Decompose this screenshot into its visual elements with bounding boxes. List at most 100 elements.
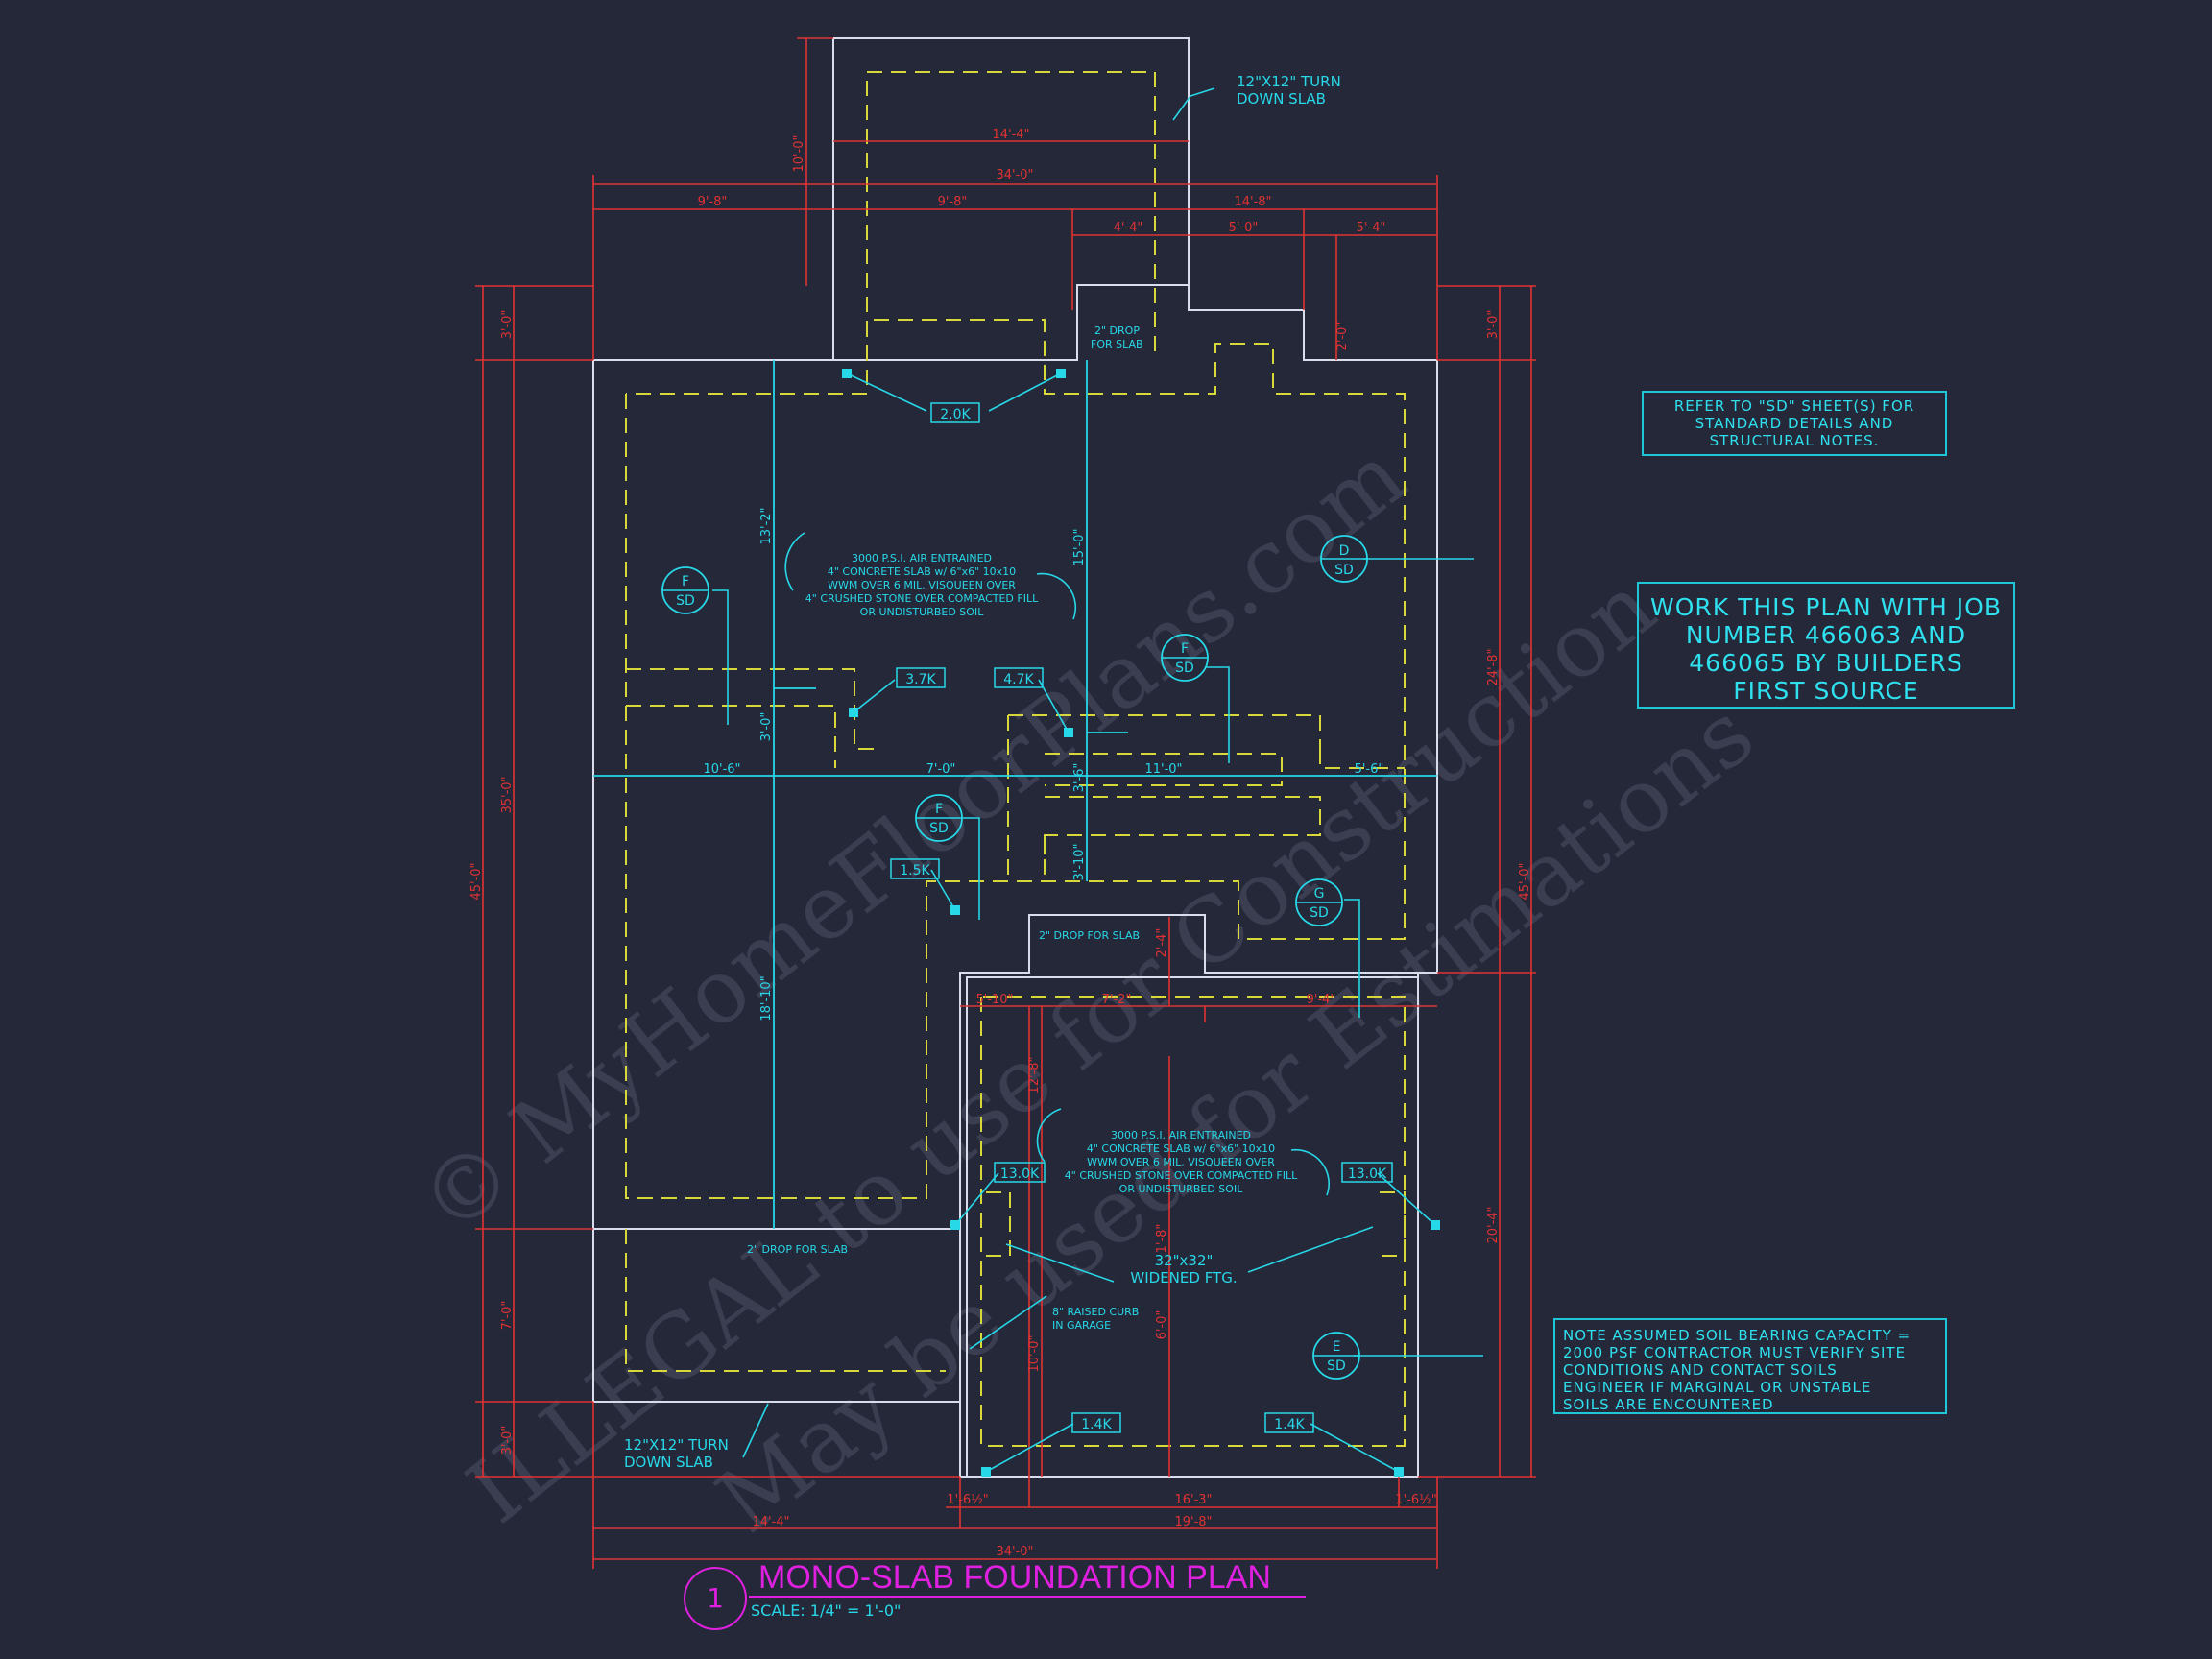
dim-24-8: 24'-8"	[1486, 648, 1501, 685]
slab-spec-1-line3: WWM OVER 6 MIL. VISQUEEN OVER	[828, 579, 1016, 591]
annotation-text: 12"X12" TURN DOWN SLAB 12"X12" TURN DOWN…	[624, 73, 1341, 1471]
load-tag-15k-box	[890, 858, 940, 879]
section-marker-f3: F SD	[915, 794, 963, 842]
dim-5-10: 5'-10"	[975, 993, 1013, 1007]
title-block: 1 MONO-SLAB FOUNDATION PLAN SCALE: 1/4" …	[684, 1559, 1306, 1630]
load-tag-13k-b-box	[1341, 1162, 1393, 1183]
dim-11-0: 11'-0"	[1144, 762, 1182, 777]
dim-14-4-top: 14'-4"	[992, 128, 1029, 142]
widened-ftg-line1: 32"x32"	[1155, 1252, 1214, 1269]
dim-20-4: 20'-4"	[1486, 1206, 1501, 1243]
watermark-text-3: May be used for Estimations	[699, 683, 1772, 1553]
leader-2k-b	[988, 373, 1062, 412]
section-marker-e-top: E	[1333, 1339, 1341, 1355]
leader-turndown-top	[1172, 87, 1215, 121]
dim-10-0-v: 10'-0"	[792, 134, 806, 172]
load-tag-14k-a-box	[1071, 1412, 1121, 1433]
footing-interior-b	[626, 705, 836, 768]
dim-3-10: 3'-10"	[1072, 843, 1087, 880]
load-tag-13k-a: 13.0K	[1000, 1166, 1040, 1182]
load-tag-37k: 3.7K	[905, 672, 936, 687]
section-marker-f2: F SD	[1161, 634, 1209, 682]
load-tag-14k-b-box	[1264, 1412, 1314, 1433]
turndown-bottom-line1: 12"X12" TURN	[624, 1436, 729, 1454]
slab-spec-1-line2: 4" CONCRETE SLAB w/ 6"x6" 10x10	[828, 565, 1016, 578]
dim-3-0-m: 3'-0"	[759, 712, 774, 742]
interior-dimension-lines	[593, 360, 1437, 1229]
section-marker-f3-bottom: SD	[929, 821, 949, 836]
dim-5-6: 5'-6"	[1355, 762, 1384, 777]
dim-15-0: 15'-0"	[1072, 528, 1087, 565]
dim-7-0-v: 7'-0"	[500, 1301, 515, 1331]
leader-lines	[712, 87, 1483, 1473]
leader-14k-a	[985, 1423, 1074, 1473]
dim-2-0: 2'-0"	[1335, 322, 1350, 351]
dim-34-0-b: 34'-0"	[996, 1545, 1033, 1559]
spec-arc-4	[1290, 1148, 1330, 1196]
footing-interior-a	[626, 668, 874, 750]
leader-ftg-b	[1247, 1226, 1374, 1273]
slab-spec-2-line4: 4" CRUSHED STONE OVER COMPACTED FILL	[1065, 1169, 1298, 1182]
dim-3-6: 3'-6"	[1072, 763, 1087, 793]
load-tag-14k-a: 1.4K	[1081, 1417, 1112, 1432]
slab-spec-2-line3: WWM OVER 6 MIL. VISQUEEN OVER	[1087, 1156, 1275, 1168]
dim-13-2: 13'-2"	[759, 507, 774, 544]
section-marker-f3-top: F	[935, 802, 943, 817]
leader-37k	[853, 679, 896, 713]
leader-turndown-bottom	[742, 1403, 769, 1458]
note-soil-line: NOTE ASSUMED SOIL BEARING CAPACITY =	[1563, 1327, 1911, 1344]
leader-13k-a	[954, 1172, 999, 1226]
load-tag-13k-a-box	[994, 1162, 1046, 1183]
raised-curb-line1: 8" RAISED CURB	[1052, 1306, 1139, 1318]
spec-arc-1	[784, 532, 805, 591]
section-marker-g: G SD	[1295, 878, 1343, 926]
section-marker-d-bottom: SD	[1334, 563, 1354, 578]
footing-interior-c	[1008, 714, 1321, 749]
section-marker-e: E SD	[1312, 1332, 1360, 1380]
section-marker-g-top: G	[1314, 886, 1325, 902]
note-job-line: NUMBER 466063 AND	[1685, 621, 1967, 649]
footing-garage	[980, 996, 1406, 1447]
leader-sec-f1	[712, 589, 729, 725]
drop-left-label: 2" DROP FOR SLAB	[747, 1243, 848, 1256]
load-tag-13k-b: 13.0K	[1348, 1166, 1387, 1182]
slab-spec-1-line1: 3000 P.S.I. AIR ENTRAINED	[852, 552, 992, 565]
interior-dimension-text: 10'-6" 7'-0" 11'-0" 5'-6" 13'-2" 3'-0" 1…	[703, 507, 1383, 1021]
note-soil-box: NOTE ASSUMED SOIL BEARING CAPACITY = 200…	[1553, 1318, 1947, 1414]
section-markers: D SD F SD F SD F SD G SD	[661, 535, 1368, 1380]
footing-interior-e	[1045, 753, 1283, 786]
porch-inner-outline	[832, 284, 1189, 361]
drop-top-line2: FOR SLAB	[1091, 338, 1143, 350]
dim-4-4: 4'-4"	[1114, 221, 1143, 235]
load-tag-20k: 2.0K	[940, 407, 971, 422]
section-marker-d-top: D	[1339, 543, 1350, 559]
load-tag-47k: 4.7K	[1003, 672, 1034, 687]
slab-spec-1-line4: 4" CRUSHED STONE OVER COMPACTED FILL	[805, 592, 1039, 605]
dim-45-0-r: 45'-0"	[1518, 862, 1532, 900]
note-job-line: WORK THIS PLAN WITH JOB	[1649, 593, 2002, 621]
note-soil-line: 2000 PSF CONTRACTOR MUST VERIFY SITE	[1563, 1344, 1907, 1361]
leader-47k	[1038, 679, 1070, 733]
dim-5-0: 5'-0"	[1229, 221, 1259, 235]
dim-10-6: 10'-6"	[703, 762, 740, 777]
note-job-box: WORK THIS PLAN WITH JOB NUMBER 466063 AN…	[1637, 582, 2015, 709]
note-soil-line: SOILS ARE ENCOUNTERED	[1563, 1396, 1774, 1413]
leader-ftg	[1005, 1243, 1115, 1283]
dim-35-0: 35'-0"	[500, 776, 515, 813]
page-title: MONO-SLAB FOUNDATION PLAN	[758, 1559, 1271, 1596]
leader-15k	[930, 869, 956, 911]
section-marker-f2-bottom: SD	[1175, 661, 1194, 676]
drop-mid-label: 2" DROP FOR SLAB	[1039, 929, 1140, 942]
turndown-bottom-line2: DOWN SLAB	[624, 1454, 713, 1471]
load-tag-15k: 1.5K	[900, 863, 930, 878]
dim-9-8-a: 9'-8"	[698, 195, 728, 209]
note-soil-line: ENGINEER IF MARGINAL OR UNSTABLE	[1563, 1379, 1872, 1396]
dim-3-0-r: 3'-0"	[1486, 310, 1501, 340]
dim-12-8: 12'-8"	[1027, 1056, 1042, 1094]
spec-arc-3	[1036, 1108, 1062, 1163]
note-job-line: FIRST SOURCE	[1733, 677, 1919, 705]
dim-7-0: 7'-0"	[926, 762, 956, 777]
spec-arc-2	[1036, 572, 1077, 620]
footing-interior-g	[1319, 749, 1405, 769]
title-number: 1	[707, 1582, 724, 1614]
